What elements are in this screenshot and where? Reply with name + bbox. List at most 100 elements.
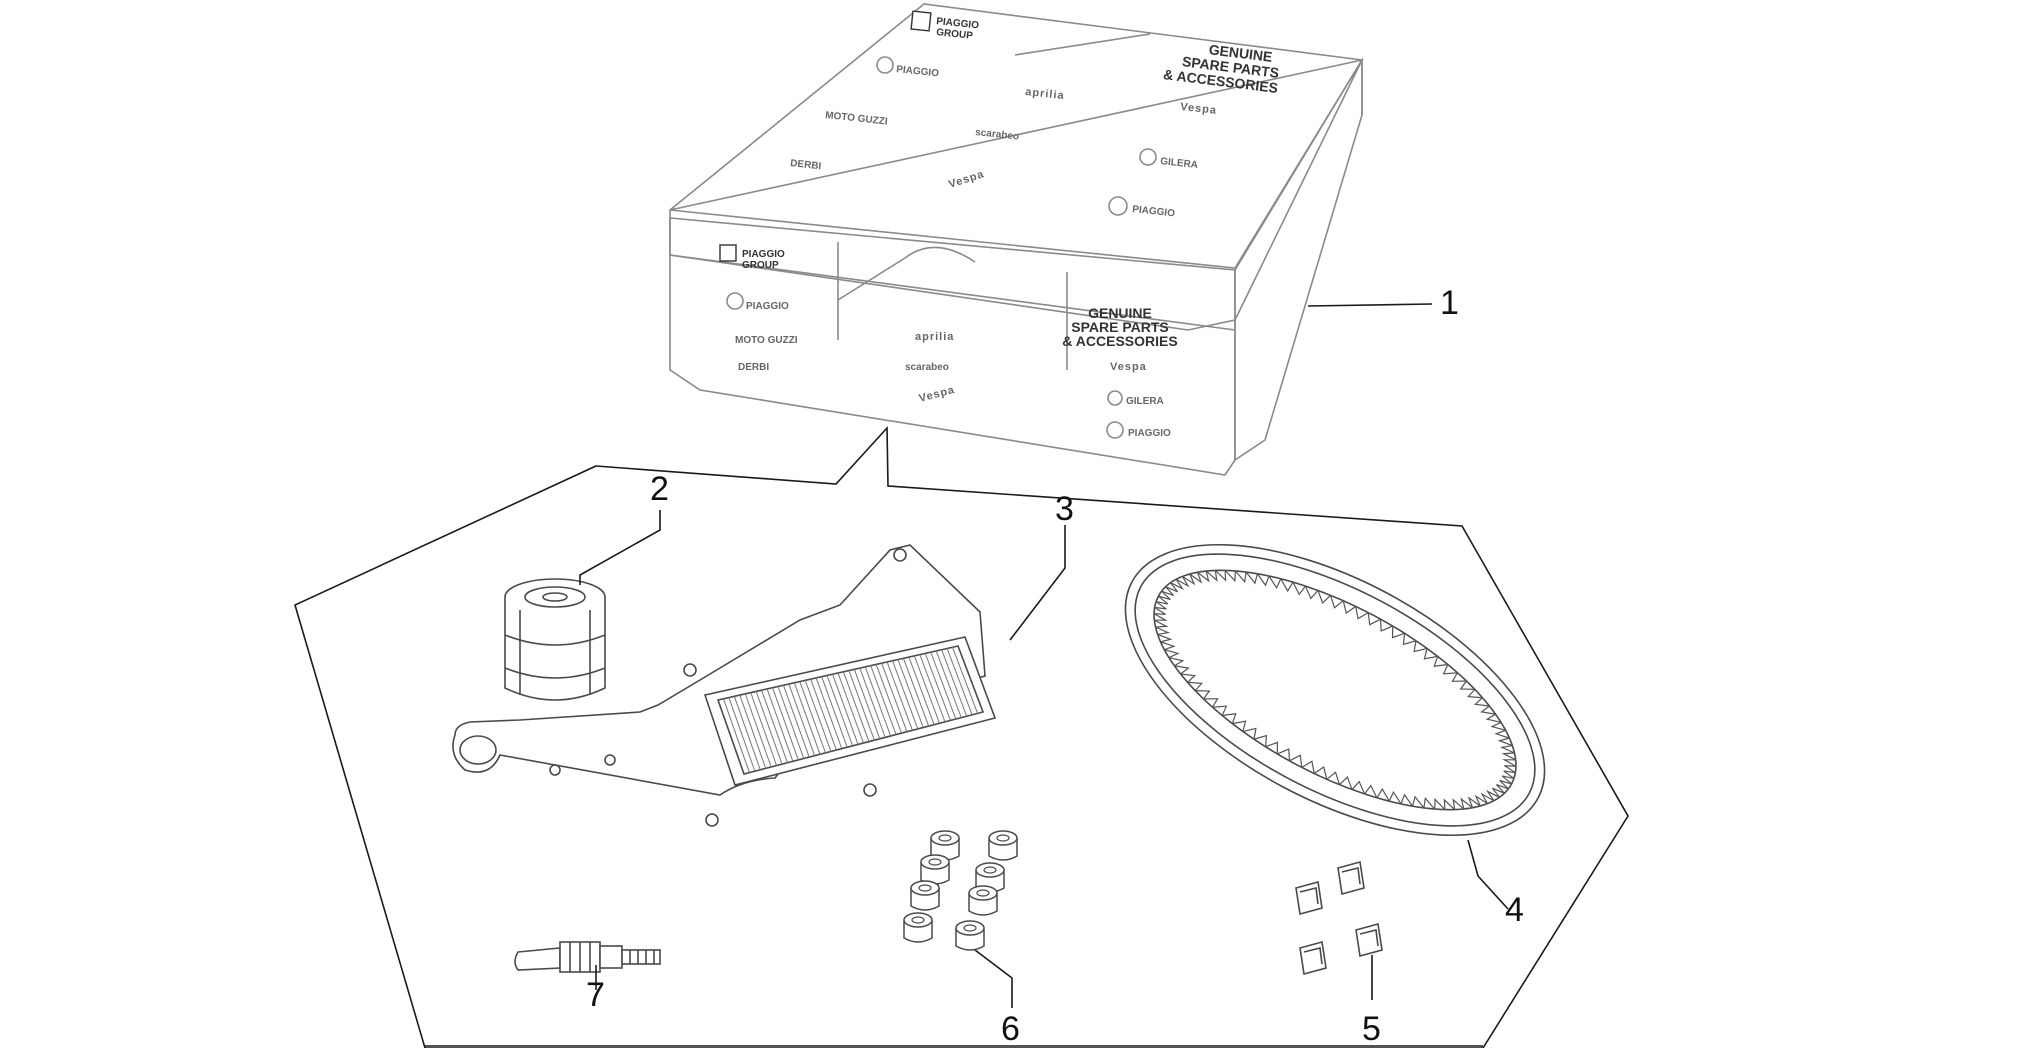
air-filter-pleat (782, 685, 810, 758)
belt-tooth (1161, 586, 1174, 596)
svg-text:PIAGGIO: PIAGGIO (1128, 428, 1171, 439)
svg-text:aprilia: aprilia (1025, 86, 1065, 102)
belt-tooth (1313, 766, 1328, 780)
belt-tooth (1480, 792, 1495, 804)
roller (903, 912, 933, 943)
svg-text:Vespa: Vespa (918, 384, 957, 405)
leader-3 (1009, 525, 1066, 641)
belt-tooth (1329, 595, 1344, 609)
belt-tooth (1485, 789, 1500, 802)
air-filter-pleat (777, 686, 805, 759)
svg-text:PIAGGIO: PIAGGIO (896, 64, 940, 79)
belt-tooth (1434, 797, 1446, 811)
piaggio-group-logo (910, 10, 932, 32)
air-filter-pleat (913, 655, 941, 724)
belt-tooth (1379, 619, 1393, 632)
belt-tooth (1364, 784, 1378, 799)
belt-tooth (1153, 613, 1168, 621)
belt-tooth (1155, 626, 1171, 636)
leader-2 (579, 510, 661, 585)
belt-tooth (1154, 619, 1169, 628)
box-top-group-label-1: PIAGGIO (936, 16, 980, 31)
air-filter (452, 544, 997, 827)
box-top-brand-logos: PIAGGIO aprilia MOTO GUZZI scarabeo Vesp… (790, 56, 1218, 219)
belt-tooth (1499, 744, 1515, 754)
air-filter-pleat (722, 698, 750, 773)
callout-5: 5 (1362, 1010, 1381, 1048)
belt-tooth (1494, 729, 1510, 739)
air-filter-pleat (935, 650, 962, 718)
belt-tooth (1413, 640, 1428, 653)
svg-text:MOTO GUZZI: MOTO GUZZI (735, 335, 798, 346)
belt-tooth (1154, 606, 1166, 616)
air-filter-pleat (902, 658, 930, 727)
box-front-genuine-1: GENUINE (1088, 305, 1152, 321)
variator-rollers (903, 830, 1018, 951)
belt-tooth (1168, 657, 1185, 667)
leader-1 (1307, 303, 1433, 307)
air-filter-pleat (788, 683, 816, 756)
belt-tooth (1499, 779, 1512, 790)
belt-tooth (1388, 790, 1402, 805)
belt-tooth (1433, 656, 1448, 667)
belt-tooth (1195, 690, 1211, 700)
box-tape-tab (904, 246, 976, 263)
belt-tooth (1189, 572, 1203, 584)
belt-tooth (1376, 787, 1390, 802)
air-filter-pleat (761, 690, 788, 763)
belt-tooth (1339, 776, 1353, 790)
belt-tooth (1317, 590, 1331, 604)
air-filter-pleat (886, 661, 913, 731)
roller (920, 854, 950, 885)
box-front-genuine-2: SPARE PARTS (1071, 319, 1169, 335)
air-filter-pleat (728, 697, 756, 772)
svg-text:PIAGGIO: PIAGGIO (1132, 204, 1176, 219)
belt-tooth (1501, 752, 1516, 761)
belt-tooth (1253, 734, 1268, 747)
box-top-genuine-1: GENUINE (1208, 41, 1273, 65)
callout-2: 2 (650, 470, 669, 508)
box-right-face (1234, 57, 1363, 462)
belt-tooth (1256, 573, 1270, 587)
air-filter-pleat (793, 682, 821, 755)
belt-tooth (1174, 665, 1190, 675)
air-filter-pleats (722, 647, 979, 773)
air-filter-pleat (848, 670, 875, 741)
air-filter-pleat (821, 676, 848, 748)
air-filter-pleat (826, 675, 854, 746)
belt-tooth (1400, 793, 1414, 807)
belt-tooth (1423, 648, 1438, 660)
air-filter-pleat (875, 664, 902, 734)
air-filter-pleat (832, 674, 859, 745)
svg-text:Vespa: Vespa (947, 168, 986, 191)
leader-lines (579, 303, 1509, 1008)
leader-6 (974, 949, 1013, 1008)
roller (988, 830, 1018, 861)
air-filter-pleat (859, 667, 886, 738)
belt-tooth (1245, 571, 1258, 585)
air-filter-pleat (815, 677, 843, 749)
belt-tooth (1277, 748, 1291, 761)
belt-tooth (1155, 595, 1169, 605)
belt-tooth (1164, 649, 1180, 659)
air-filter-pleat (772, 687, 799, 761)
belt-tooth (1180, 673, 1197, 683)
belt-tooth (1497, 737, 1513, 747)
belt-tooth (1165, 582, 1179, 593)
air-filter-pleat (941, 649, 968, 717)
belt-tooth (1301, 760, 1315, 774)
belt-tooth (1232, 720, 1247, 732)
belt-tooth (1442, 664, 1458, 675)
piaggio-group-logo-front (719, 244, 737, 262)
svg-text:scarabeo: scarabeo (905, 362, 949, 373)
air-filter-pleat (919, 654, 946, 723)
belt-tooth (1480, 705, 1496, 715)
belt-tooth (1473, 697, 1490, 707)
svg-text:GILERA: GILERA (1160, 156, 1199, 171)
belt-tooth (1467, 688, 1483, 699)
belt-tooth (1501, 775, 1515, 785)
belt-tooth (1292, 581, 1306, 596)
air-filter-pleat (864, 666, 892, 737)
belt-tooth (1474, 794, 1488, 807)
air-filter-pleat (837, 672, 864, 744)
